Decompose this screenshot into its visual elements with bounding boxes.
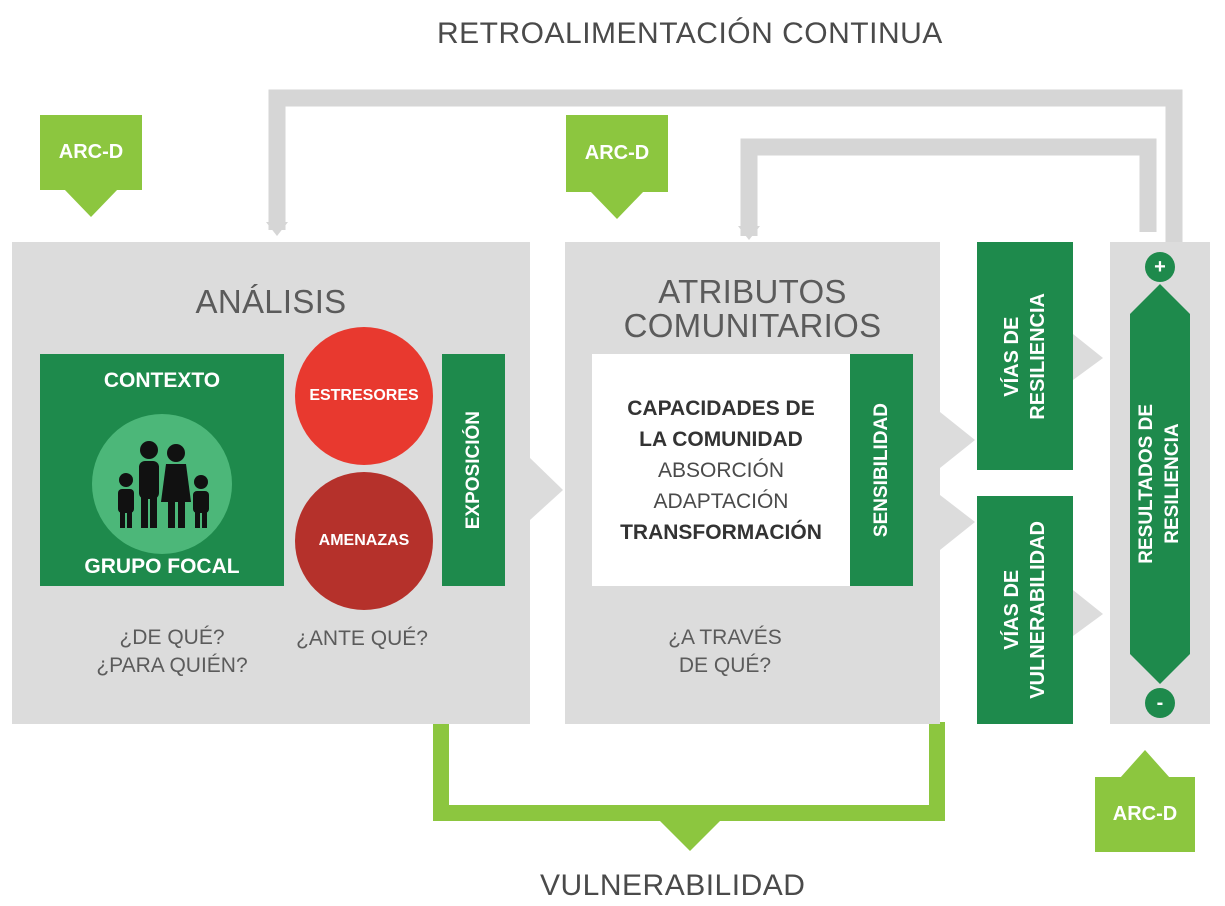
family-icon bbox=[118, 441, 209, 528]
flow-arrow-vulnerability-to-outcomes bbox=[1073, 590, 1103, 636]
question-what-for-whom: ¿DE QUÉ? ¿PARA QUIÉN? bbox=[96, 626, 248, 677]
flow-arrow-analysis-to-attributes bbox=[530, 458, 563, 520]
vulnerability-pathways-box: VÍAS DE VULNERABILIDAD bbox=[977, 496, 1073, 724]
resilience-pathways-box: VÍAS DE RESILIENCIA bbox=[977, 242, 1073, 470]
focal-group-circle bbox=[92, 414, 232, 554]
exposure-bar: EXPOSICIÓN bbox=[442, 354, 505, 586]
minus-sign: - bbox=[1145, 688, 1175, 718]
flow-arrow-resilience-to-outcomes bbox=[1073, 334, 1103, 380]
vulnerability-title: VULNERABILIDAD bbox=[540, 869, 806, 902]
feedback-arrowhead-inner bbox=[738, 226, 760, 240]
attributes-heading: ATRIBUTOS COMUNITARIOS bbox=[623, 273, 882, 344]
context-label: CONTEXTO bbox=[103, 369, 221, 392]
sensitivity-bar: SENSIBILIDAD bbox=[850, 354, 913, 586]
outcomes-panel: + - RESULTADOS DE RESILIENCIA bbox=[1110, 242, 1210, 724]
attributes-panel: ATRIBUTOS COMUNITARIOS CAPACIDADES DE LA… bbox=[565, 242, 940, 724]
arc-d-tag-outcomes: ARC-D bbox=[1095, 748, 1195, 852]
feedback-arrowhead-outer bbox=[266, 222, 288, 236]
question-facing-what: ¿ANTE QUÉ? bbox=[296, 627, 428, 650]
feedback-loop-inner bbox=[740, 138, 1157, 236]
plus-sign: + bbox=[1145, 252, 1175, 282]
capacities-box: CAPACIDADES DE LA COMUNIDAD ABSORCIÓN AD… bbox=[592, 354, 850, 586]
threats-circle: AMENAZAS bbox=[295, 472, 433, 610]
arc-d-tag-analysis: ARC-D bbox=[40, 115, 142, 218]
stressors-circle: ESTRESORES bbox=[295, 327, 433, 465]
exposure-label: EXPOSICIÓN bbox=[462, 410, 484, 530]
sensitivity-label: SENSIBILIDAD bbox=[870, 402, 892, 538]
context-box: CONTEXTO bbox=[40, 354, 284, 586]
vulnerability-bracket-arrow bbox=[660, 821, 720, 851]
outcomes-hexagon-shape bbox=[1130, 284, 1190, 684]
flow-arrow-attributes-to-resilience bbox=[940, 412, 975, 468]
focal-group-label: GRUPO FOCAL bbox=[84, 555, 240, 578]
analysis-panel: ANÁLISIS CONTEXTO bbox=[12, 242, 530, 724]
vulnerability-bracket bbox=[433, 722, 945, 821]
arc-d-tag-attributes: ARC-D bbox=[566, 115, 668, 220]
continuous-feedback-title: RETROALIMENTACIÓN CONTINUA bbox=[437, 17, 943, 50]
outcomes-label: RESULTADOS DE RESILIENCIA bbox=[1136, 404, 1183, 564]
analysis-heading: ANÁLISIS bbox=[195, 283, 347, 320]
question-through-what: ¿A TRAVÉS DE QUÉ? bbox=[668, 626, 782, 677]
feedback-loop-outer bbox=[268, 89, 1183, 250]
flow-arrow-attributes-to-vulnerability bbox=[940, 495, 975, 550]
